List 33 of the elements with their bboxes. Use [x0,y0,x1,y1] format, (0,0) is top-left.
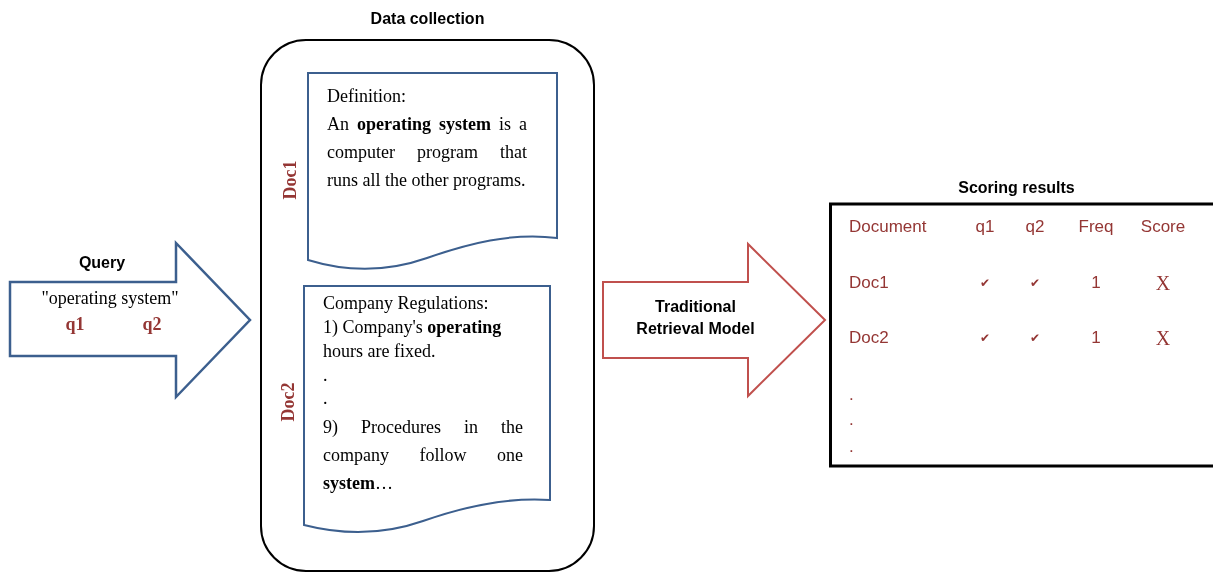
column-header: q2 [1025,217,1045,237]
column-header: Document [849,217,927,237]
ellipsis-dot: . [323,364,329,387]
row-label: Doc2 [849,328,889,348]
frequency-value: 1 [1091,328,1101,348]
row-label: Doc1 [849,273,889,293]
document-text: An operating system is a computer program that runs all the other programs. [327,113,527,192]
document-text: 9) Procedures in the company follow one system… [323,416,523,495]
check-mark: ✔ [980,276,990,290]
score-value: X [1155,326,1171,350]
panel-title: Data collection [369,9,486,29]
frequency-value: 1 [1091,273,1101,293]
document-text: 1) Company's operating hours are fixed. [323,316,503,363]
document-heading: Definition: [327,85,407,108]
ellipsis-dot: . [849,410,854,430]
term-label: q2 [141,313,163,336]
column-header: Score [1140,217,1186,237]
term-label: q1 [64,313,86,336]
column-header: q1 [975,217,995,237]
table-title: Scoring results [957,178,1076,198]
query-title: Query [77,253,127,273]
column-header: Freq [1078,217,1114,237]
document-heading: Company Regulations: [323,292,490,315]
query-text: "operating system" [40,287,180,310]
score-value: X [1155,271,1171,295]
ellipsis-dot: . [323,387,329,410]
document-label: Doc2 [277,382,299,422]
check-mark: ✔ [1030,276,1040,290]
check-mark: ✔ [980,331,990,345]
check-mark: ✔ [1030,331,1040,345]
document-label: Doc1 [279,160,301,200]
ellipsis-dot: . [849,437,854,457]
ellipsis-dot: . [849,385,854,405]
